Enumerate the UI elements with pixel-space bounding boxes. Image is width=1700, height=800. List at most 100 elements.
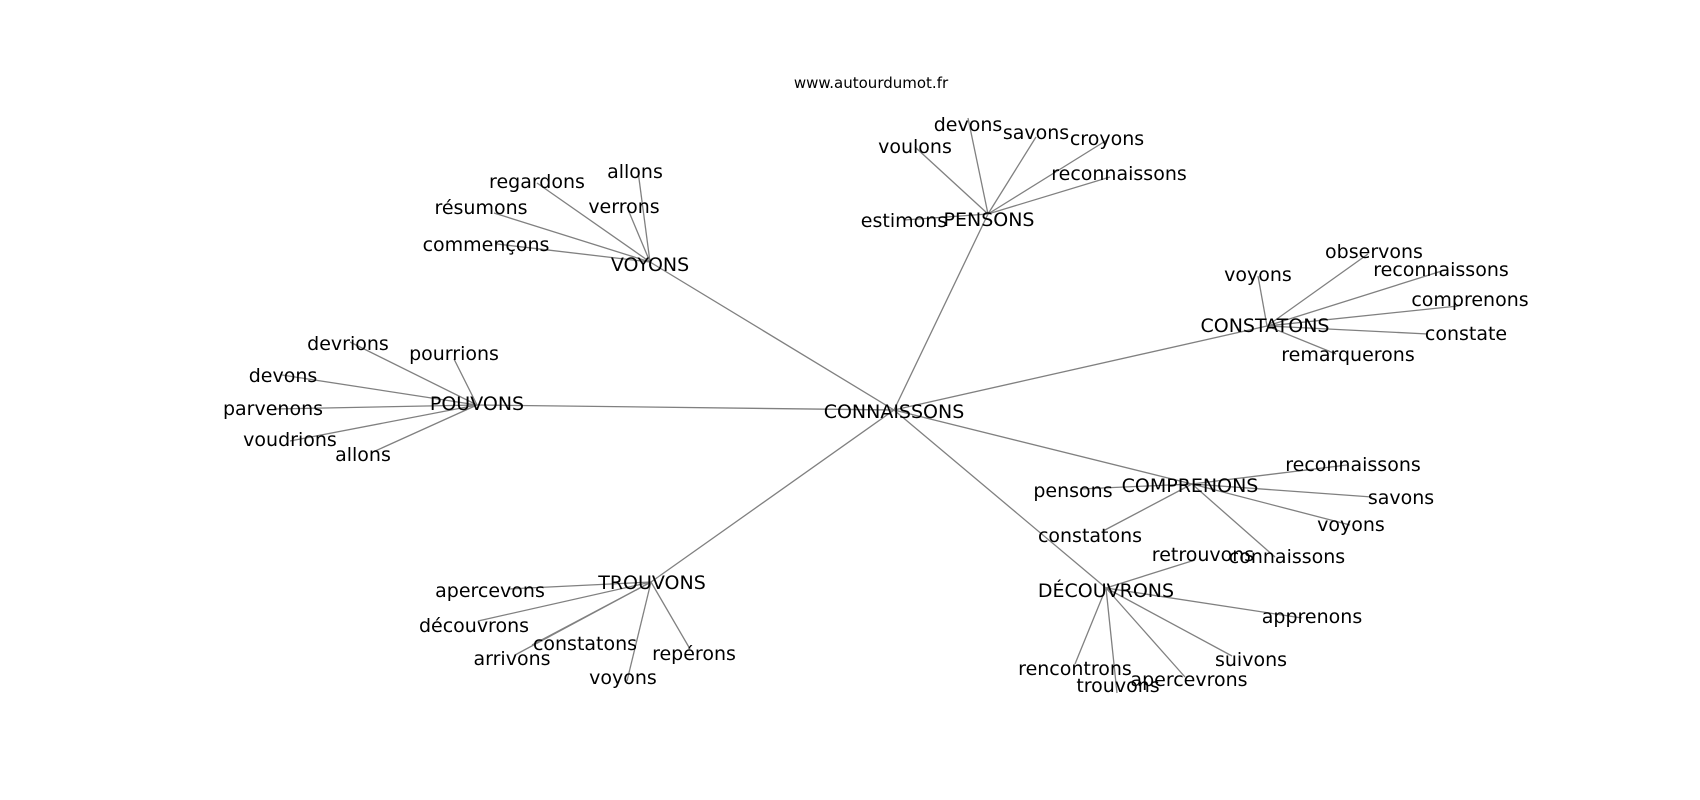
leaf-node-trouvons-reperons: repérons: [652, 643, 736, 665]
leaf-node-voyons-verrons: verrons: [588, 196, 659, 218]
leaf-node-pouvons-pourrions: pourrions: [409, 343, 499, 365]
hub-node-constatons: CONSTATONS: [1201, 315, 1330, 337]
leaf-node-decouvrons-rencontrons: rencontrons: [1018, 658, 1132, 680]
edge-voyons-commencons: [496, 243, 651, 263]
leaf-node-decouvrons-apercevrons: apercevrons: [1130, 669, 1247, 691]
leaf-node-constatons-constate: constate: [1425, 323, 1507, 345]
leaf-node-constatons-reconnaissons: reconnaissons: [1373, 259, 1509, 281]
edge-pensons-croyons: [987, 139, 1108, 215]
edge-trouvons-decouvrons: [477, 581, 652, 622]
leaf-node-trouvons-constatons: constatons: [533, 633, 637, 655]
leaf-node-pouvons-allons: allons: [335, 444, 391, 466]
leaf-node-constatons-voyons: voyons: [1224, 264, 1292, 286]
leaf-node-trouvons-arrivons: arrivons: [473, 648, 550, 670]
edge-voyons-resumons: [493, 212, 651, 263]
edge-trouvons-voyons: [626, 581, 652, 682]
edge-voyons-verrons: [626, 206, 651, 263]
edge-pouvons-devrions: [349, 341, 478, 406]
edge-constatons-remarquerons: [1266, 325, 1337, 355]
leaf-node-pouvons-devrions: devrions: [307, 333, 389, 355]
edge-connaissons-comprenons: [893, 409, 1193, 485]
leaf-node-pensons-croyons: croyons: [1070, 128, 1144, 150]
leaf-node-comprenons-reconnaissons: reconnaissons: [1285, 454, 1421, 476]
leaf-node-comprenons-connaissons: connaissons: [1229, 546, 1345, 568]
edge-decouvrons-rencontrons: [1074, 587, 1107, 665]
edge-comprenons-savons: [1191, 483, 1373, 498]
edge-comprenons-reconnaissons: [1191, 464, 1348, 485]
edge-pensons-savons: [987, 136, 1037, 215]
edge-connaissons-pensons: [893, 213, 989, 411]
leaf-node-pouvons-voudrions: voudrions: [243, 429, 337, 451]
leaf-node-pensons-estimons: estimons: [861, 210, 947, 232]
edge-comprenons-voyons: [1191, 483, 1351, 526]
edge-connaissons-pouvons: [476, 404, 895, 411]
edge-constatons-observons: [1266, 253, 1369, 327]
leaf-node-constatons-comprenons: comprenons: [1411, 289, 1528, 311]
hub-node-decouvrons: DÉCOUVRONS: [1038, 579, 1174, 602]
edge-pouvons-parvenons: [273, 404, 478, 410]
edge-decouvrons-suivons: [1105, 587, 1233, 657]
leaf-node-pouvons-devons: devons: [249, 365, 318, 387]
edge-comprenons-connaissons: [1191, 483, 1276, 558]
hub-node-comprenons: COMPRENONS: [1122, 475, 1259, 497]
leaf-node-pensons-reconnaissons: reconnaissons: [1051, 163, 1187, 185]
hub-node-pouvons: POUVONS: [430, 393, 524, 415]
hub-node-pensons: PENSONS: [944, 209, 1035, 231]
edge-voyons-allons: [637, 170, 651, 263]
center-node-label: CONNAISSONS: [824, 401, 965, 423]
leaf-node-decouvrons-apprenons: apprenons: [1262, 606, 1362, 628]
edge-pouvons-devons: [281, 374, 478, 406]
edge-connaissons-trouvons: [650, 409, 895, 583]
edge-pensons-estimons: [903, 213, 989, 221]
leaf-node-comprenons-savons: savons: [1368, 487, 1434, 509]
leaf-node-decouvrons-retrouvons: retrouvons: [1152, 544, 1254, 566]
leaf-node-comprenons-pensons: pensons: [1033, 480, 1112, 502]
edge-constatons-comprenons: [1266, 305, 1459, 327]
edge-comprenons-pensons: [1079, 483, 1193, 490]
edge-pensons-devons: [967, 117, 989, 215]
edge-decouvrons-retrouvons: [1105, 559, 1196, 589]
leaf-node-constatons-remarquerons: remarquerons: [1281, 344, 1414, 366]
graph-edges: [273, 117, 1459, 694]
edge-pensons-reconnaissons: [987, 176, 1111, 215]
leaf-node-trouvons-decouvrons: découvrons: [419, 615, 529, 637]
edge-pouvons-allons: [372, 404, 478, 453]
edge-constatons-voyons: [1257, 275, 1268, 327]
leaf-node-voyons-resumons: résumons: [434, 197, 527, 219]
hub-node-trouvons: TROUVONS: [597, 572, 706, 594]
edge-decouvrons-apercevrons: [1105, 587, 1186, 678]
leaf-node-voyons-commencons: commençons: [423, 234, 550, 256]
edge-pouvons-pourrions: [453, 358, 478, 406]
edge-connaissons-voyons: [649, 261, 895, 411]
leaf-node-pensons-devons: devons: [934, 114, 1003, 136]
leaf-node-pensons-voulons: voulons: [878, 136, 952, 158]
site-watermark: www.autourdumot.fr: [794, 74, 949, 92]
leaf-node-comprenons-voyons: voyons: [1317, 514, 1385, 536]
leaf-node-decouvrons-trouvons: trouvons: [1076, 675, 1159, 697]
leaf-node-trouvons-apercevons: apercevons: [435, 580, 545, 602]
leaf-node-constatons-observons: observons: [1325, 241, 1423, 263]
edge-pensons-voulons: [914, 146, 989, 215]
edge-comprenons-constatons: [1102, 483, 1193, 532]
edge-connaissons-decouvrons: [893, 409, 1107, 589]
edge-voyons-regardons: [536, 182, 651, 263]
hub-node-voyons: VOYONS: [611, 254, 689, 276]
leaf-node-voyons-regardons: regardons: [489, 171, 585, 193]
edge-trouvons-reperons: [650, 581, 691, 650]
edge-constatons-reconnaissons: [1266, 269, 1446, 327]
edge-constatons-constate: [1266, 325, 1429, 335]
leaf-node-comprenons-constatons: constatons: [1038, 525, 1142, 547]
leaf-node-trouvons-voyons: voyons: [589, 667, 657, 689]
leaf-node-pouvons-parvenons: parvenons: [223, 398, 323, 420]
edge-decouvrons-trouvons: [1105, 587, 1118, 694]
edge-decouvrons-apprenons: [1105, 587, 1303, 619]
edge-trouvons-apercevons: [507, 581, 652, 590]
edge-trouvons-arrivons: [514, 581, 652, 656]
leaf-node-voyons-allons: allons: [607, 161, 663, 183]
edge-connaissons-constatons: [893, 325, 1268, 411]
leaf-node-decouvrons-suivons: suivons: [1215, 649, 1287, 671]
leaf-node-pensons-savons: savons: [1003, 122, 1069, 144]
edge-pouvons-voudrions: [289, 404, 478, 442]
